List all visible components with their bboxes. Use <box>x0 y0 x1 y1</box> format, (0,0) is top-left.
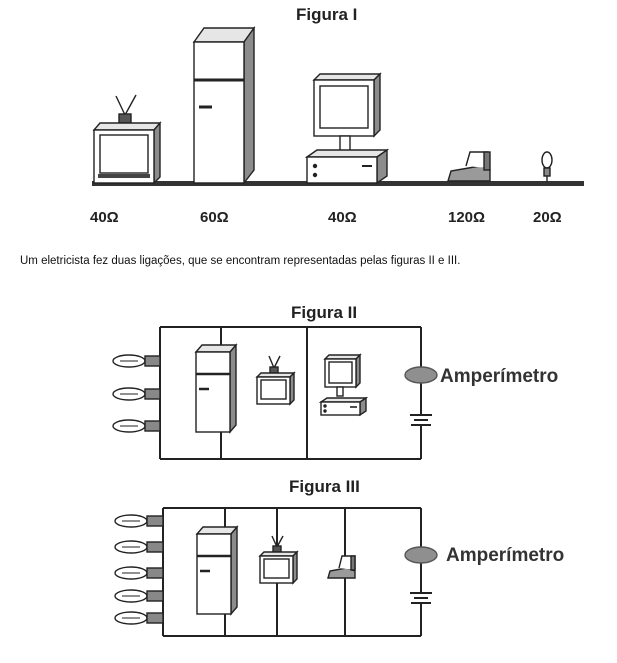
problem-description: Um eletricista fez duas ligações, que se… <box>20 255 461 267</box>
bulb-icon <box>114 566 164 580</box>
computer-icon <box>318 353 369 417</box>
figure-3-title: Figura III <box>289 477 360 496</box>
computer-icon <box>304 72 390 185</box>
bulb-icon <box>112 419 161 433</box>
fridge-icon <box>194 343 238 434</box>
ammeter-label-figure-2: Amperímetro <box>440 366 559 387</box>
resistance-label-iron: 120Ω <box>448 209 486 226</box>
bulb-icon <box>114 514 164 528</box>
resistance-label-computer: 40Ω <box>328 209 357 226</box>
figure-1 <box>92 25 584 186</box>
bulb-icon <box>114 540 164 554</box>
bulb-icon <box>112 387 161 401</box>
ammeter-icon <box>404 546 438 564</box>
resistance-label-lamp: 20Ω <box>533 209 562 226</box>
bulb-icon <box>112 354 161 368</box>
fridge-icon <box>195 525 239 616</box>
resistance-label-tv: 40Ω <box>90 209 119 226</box>
ammeter-label-figure-3: Amperímetro <box>446 545 565 566</box>
tv-icon <box>258 535 299 585</box>
tv-icon <box>92 94 162 185</box>
figure-2-title: Figura II <box>291 303 358 322</box>
lamp-icon <box>541 151 553 182</box>
figure-3 <box>114 507 438 637</box>
figure-1-title: Figura I <box>296 5 358 24</box>
battery-icon <box>410 414 432 426</box>
iron-icon <box>327 555 356 579</box>
figure-2 <box>112 326 438 460</box>
tv-icon <box>255 355 296 406</box>
battery-icon <box>410 592 432 604</box>
ammeter-icon <box>404 366 438 384</box>
iron-icon <box>447 151 491 182</box>
fridge-icon <box>192 25 256 186</box>
bulb-icon <box>114 611 164 625</box>
bulb-icon <box>114 589 164 603</box>
resistance-label-fridge: 60Ω <box>200 209 229 226</box>
